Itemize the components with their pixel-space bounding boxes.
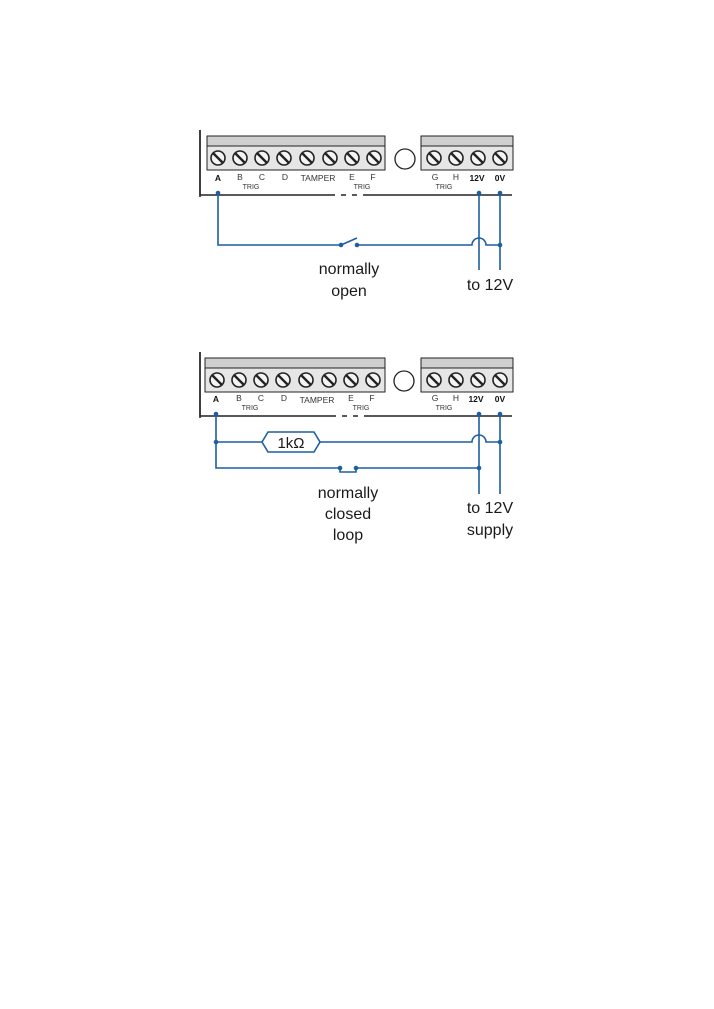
switch-contact-open — [341, 238, 357, 245]
terminal-label-0v: 0V — [495, 394, 506, 404]
screw-icon — [233, 151, 247, 165]
terminal-label-d: D — [282, 172, 288, 182]
caption-to-12v: to 12V — [467, 500, 514, 517]
screw-icon — [300, 151, 314, 165]
screw-icon — [211, 151, 225, 165]
caption-normally: normally — [318, 485, 378, 502]
screw-icon — [210, 373, 224, 387]
screw-icon — [322, 373, 336, 387]
terminal-block-left — [207, 136, 385, 170]
resistor-label: 1kΩ — [277, 435, 304, 452]
caption-to-12v: to 12V — [467, 277, 514, 294]
terminal-label-e: E — [348, 393, 354, 403]
screw-icon — [277, 151, 291, 165]
screw-icon — [344, 373, 358, 387]
mounting-hole — [395, 149, 415, 169]
caption-supply: supply — [467, 522, 513, 539]
terminal-label-c: C — [258, 393, 264, 403]
terminal-label-h: H — [453, 393, 459, 403]
terminal-label-d: D — [281, 393, 287, 403]
screw-icon — [366, 373, 380, 387]
screw-icon — [493, 151, 507, 165]
wiring-top — [218, 193, 500, 270]
resistor-1k: 1kΩ — [262, 432, 320, 452]
screw-icon — [276, 373, 290, 387]
screw-icon — [367, 151, 381, 165]
terminal-label-tamper: TAMPER — [300, 395, 335, 405]
trig-label-gh: TRIG — [436, 184, 453, 191]
trig-label-ef: TRIG — [354, 184, 371, 191]
terminal-label-b: B — [236, 393, 242, 403]
screw-icon — [345, 151, 359, 165]
screw-icon — [255, 151, 269, 165]
screw-icon — [449, 373, 463, 387]
screw-icon — [427, 373, 441, 387]
terminal-label-g: G — [432, 393, 439, 403]
diagram-normally-open: A B C D TAMPER E F G H 12V 0V TRIG TRIG … — [200, 130, 513, 300]
terminal-label-12v: 12V — [468, 394, 483, 404]
wiring-bottom — [216, 414, 500, 494]
terminal-label-b: B — [237, 172, 243, 182]
trig-label-ef: TRIG — [353, 405, 370, 412]
terminal-label-0v: 0V — [495, 173, 506, 183]
caption-open: open — [331, 283, 367, 300]
switch-contact-closed — [340, 468, 356, 472]
screw-icon — [449, 151, 463, 165]
terminal-label-f: F — [369, 393, 374, 403]
screw-icon — [471, 373, 485, 387]
trig-label-bc: TRIG — [243, 184, 260, 191]
terminal-label-a: A — [213, 394, 219, 404]
screw-icon — [471, 151, 485, 165]
terminal-label-12v: 12V — [469, 173, 484, 183]
terminal-label-c: C — [259, 172, 265, 182]
terminal-label-g: G — [432, 172, 439, 182]
wire-a-to-switch — [218, 193, 340, 245]
caption-closed: closed — [325, 506, 371, 523]
mounting-hole — [394, 371, 414, 391]
screw-icon — [323, 151, 337, 165]
screw-icon — [427, 151, 441, 165]
wiring-nodes-top — [216, 191, 503, 248]
trig-label-bc: TRIG — [242, 405, 259, 412]
terminal-label-f: F — [370, 172, 375, 182]
terminal-label-e: E — [349, 172, 355, 182]
caption-normally: normally — [319, 261, 379, 278]
wiring-nodes-bottom — [214, 412, 503, 471]
terminal-block-left — [205, 358, 385, 392]
caption-loop: loop — [333, 527, 363, 544]
terminal-label-a: A — [215, 173, 221, 183]
trig-label-gh: TRIG — [436, 405, 453, 412]
screw-icon — [232, 373, 246, 387]
terminal-label-h: H — [453, 172, 459, 182]
screw-icon — [493, 373, 507, 387]
screw-icon — [299, 373, 313, 387]
terminal-label-tamper: TAMPER — [301, 173, 336, 183]
wire-resistor-to-0v — [320, 435, 500, 442]
screw-icon — [254, 373, 268, 387]
diagram-normally-closed: A B C D TAMPER E F G H 12V 0V TRIG TRIG … — [200, 352, 513, 544]
